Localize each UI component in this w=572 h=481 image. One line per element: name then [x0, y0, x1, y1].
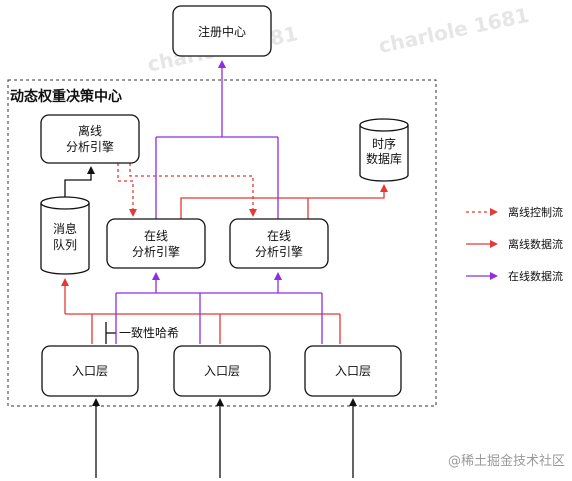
mq-label-line2: 队列 [53, 237, 77, 252]
offline-data-flow [61, 184, 388, 344]
legend-label-online-data: 在线数据流 [508, 269, 563, 283]
offline-engine-label-line2: 分析引擎 [66, 139, 114, 154]
offline-engine-label-line1: 离线 [78, 123, 102, 138]
registry-label: 注册中心 [198, 24, 246, 39]
offline-control-flow [117, 163, 257, 217]
watermark-text-2: charlole 1681 [376, 3, 531, 58]
mq-label-line1: 消息 [53, 221, 77, 236]
online-engine-2-node: 在线 分析引擎 [229, 218, 329, 269]
legend-item-offline-control: 离线控制流 [466, 205, 563, 219]
entry-2-label: 入口层 [204, 364, 240, 378]
offline-engine-node: 离线 分析引擎 [40, 114, 140, 164]
legend-label-offline-data: 离线数据流 [508, 237, 563, 251]
online-engine-2-label-line1: 在线 [267, 229, 291, 243]
mq-to-offline-engine-arrow [64, 166, 95, 199]
registry-node: 注册中心 [172, 5, 272, 57]
legend-item-online-data: 在线数据流 [466, 269, 563, 283]
entry-node-1: 入口层 [41, 345, 139, 397]
online-engine-1-label-line2: 分析引擎 [132, 244, 180, 259]
legend-label-offline-control: 离线控制流 [508, 205, 563, 219]
online-data-flow [115, 60, 323, 344]
online-engine-2-label-line2: 分析引擎 [255, 244, 303, 259]
online-engine-1-node: 在线 分析引擎 [106, 218, 206, 269]
group-title: 动态权重决策中心 [10, 88, 122, 105]
tsdb-node: 时序 数据库 [359, 118, 409, 182]
decision-center-group [7, 79, 437, 407]
entry-node-2: 入口层 [173, 345, 271, 397]
tsdb-label-line1: 时序 [372, 136, 396, 151]
legend: 离线控制流 离线数据流 在线数据流 [466, 205, 563, 283]
watermark-credit: @稀土掘金技术社区 [448, 453, 565, 469]
tsdb-label-line2: 数据库 [366, 151, 402, 166]
entry-3-label: 入口层 [335, 364, 371, 378]
mq-node: 消息 队列 [40, 196, 90, 275]
entry-node-3: 入口层 [304, 345, 402, 397]
online-engine-1-label-line1: 在线 [144, 229, 168, 243]
consistent-hash-annotation: 一致性哈希 [119, 325, 179, 340]
entry-1-label: 入口层 [72, 364, 108, 378]
legend-item-offline-data: 离线数据流 [466, 237, 563, 251]
